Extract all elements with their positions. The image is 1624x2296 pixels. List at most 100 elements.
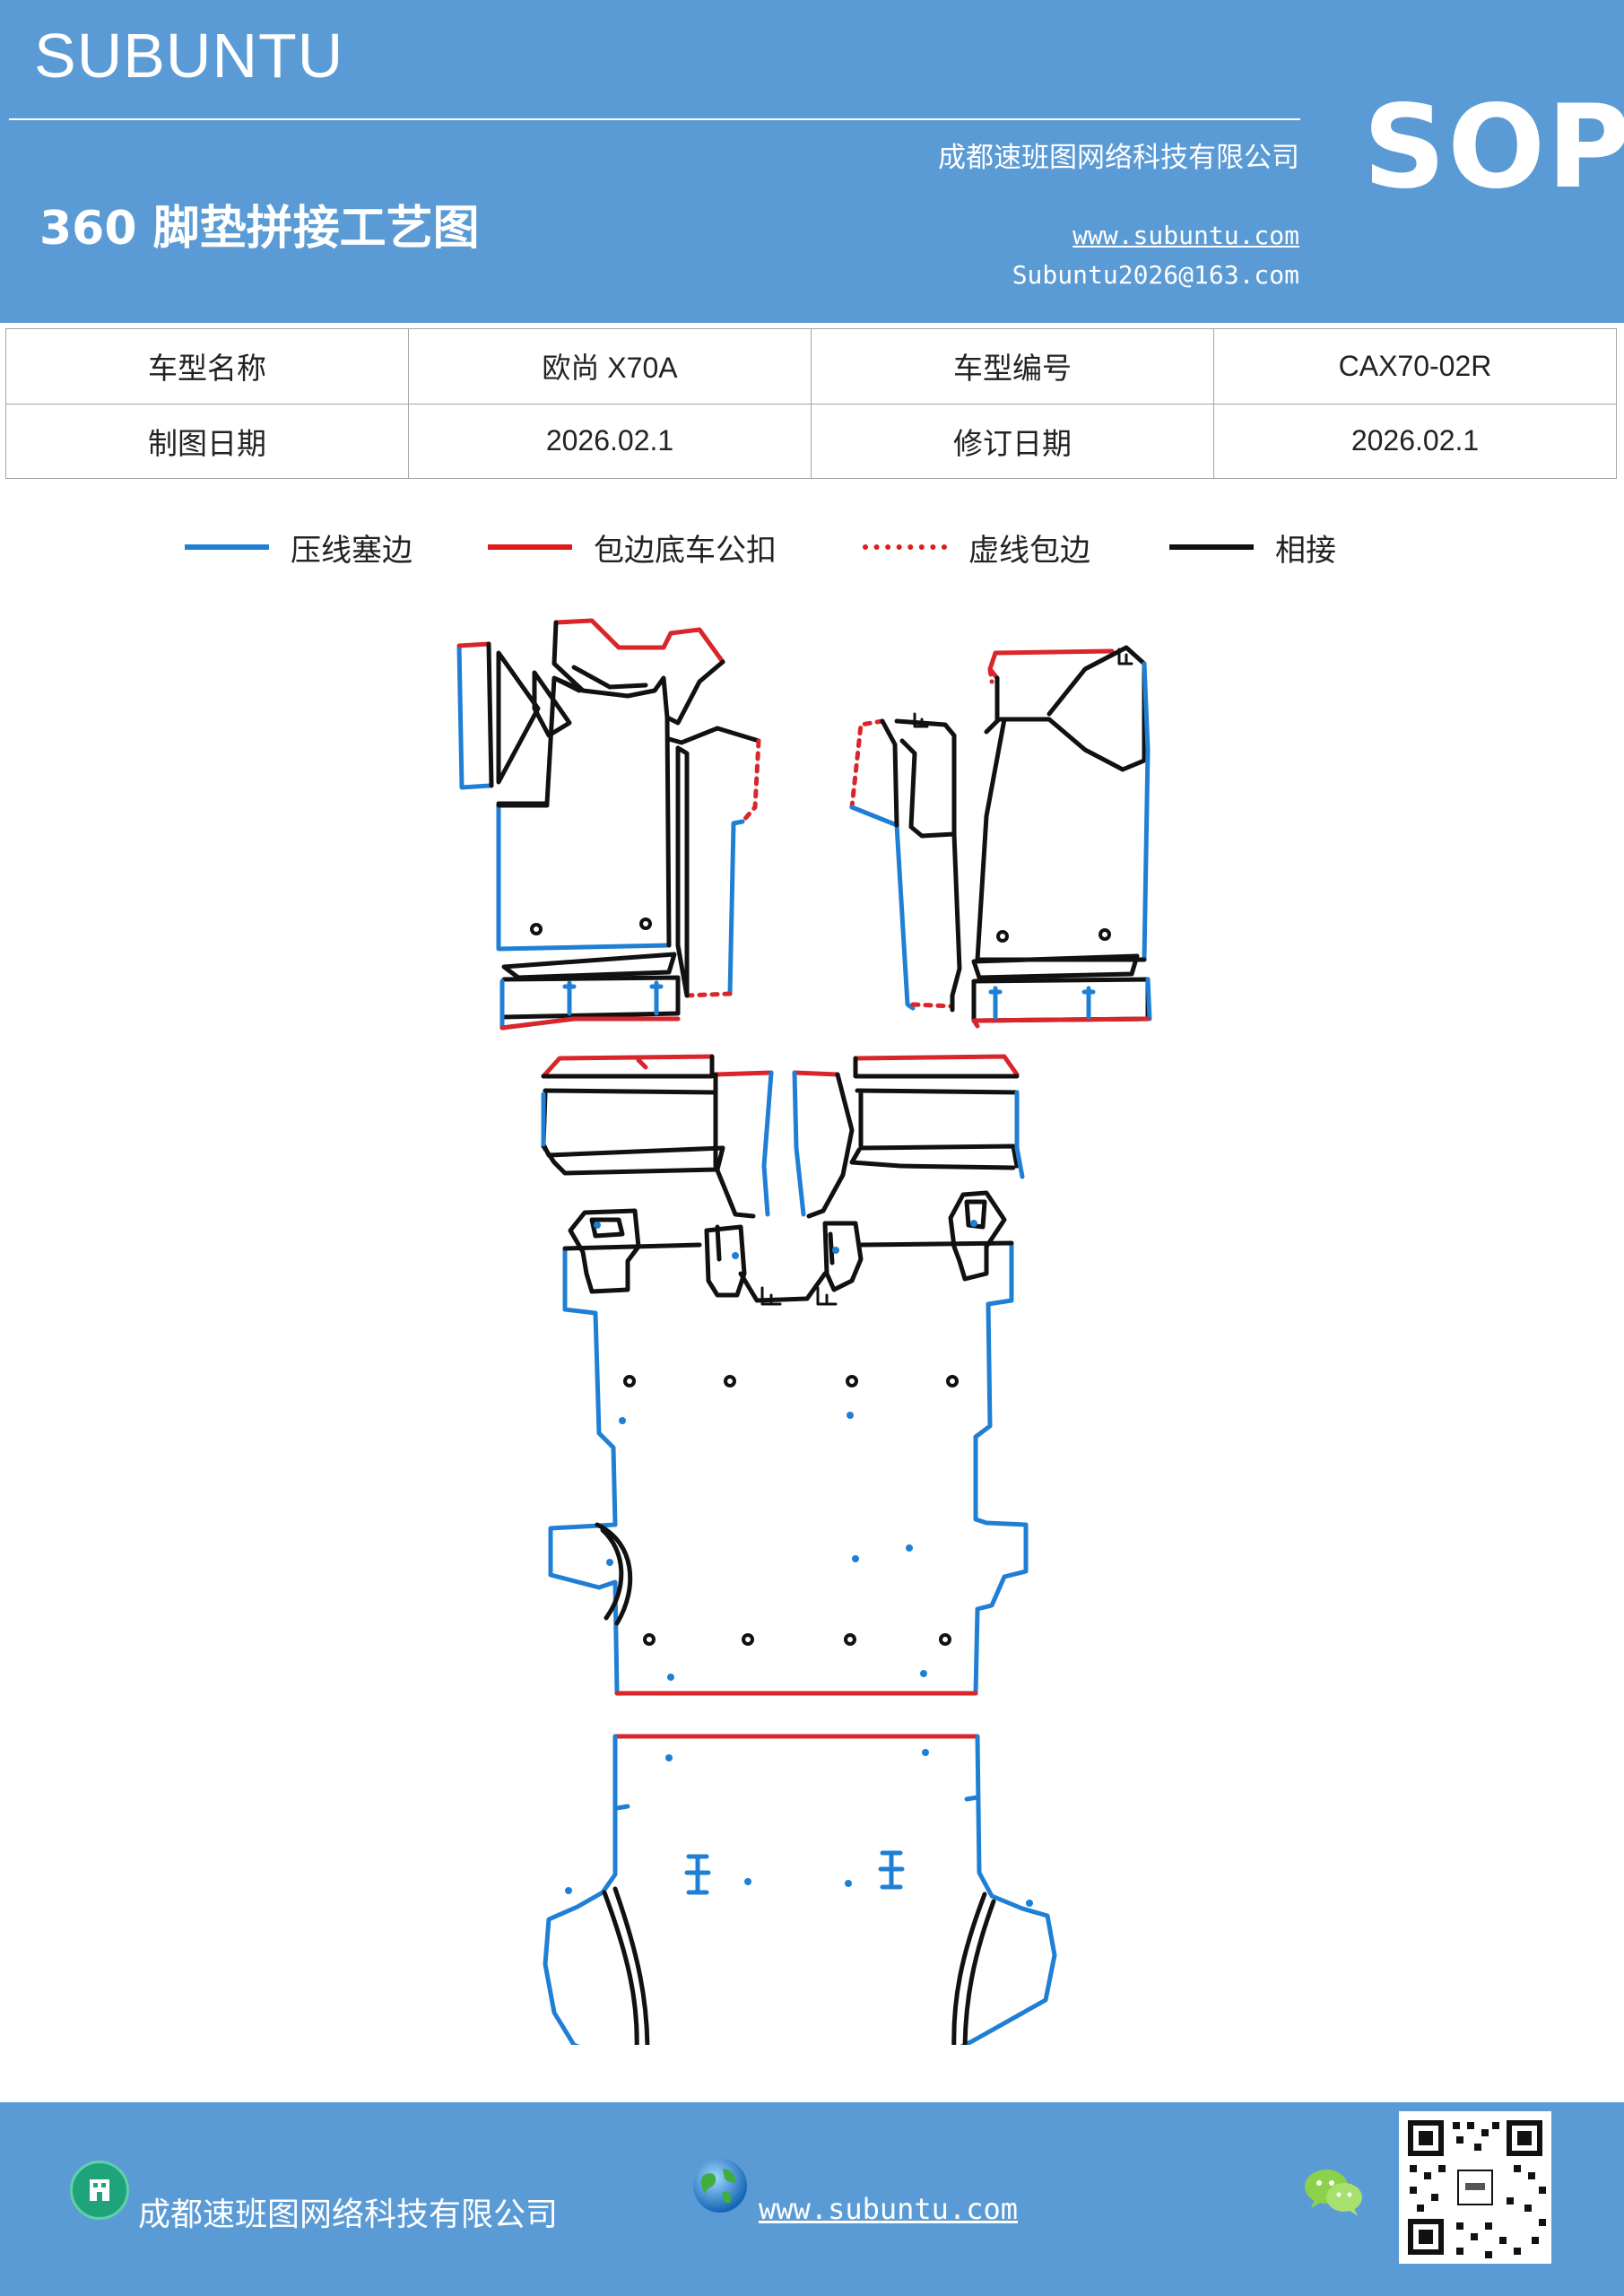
- legend-label: 虚线包边: [968, 532, 1090, 569]
- cf-bracket-curve: [738, 1271, 828, 1303]
- floor-mat-diagram: [456, 618, 1152, 2045]
- legend-item-red-dashed: 虚线包边: [863, 529, 1090, 569]
- fr-hole: [1099, 928, 1111, 941]
- rl-right-blue: [761, 1070, 774, 1217]
- model-name-value: 欧尚 X70A: [408, 328, 812, 404]
- fl-clip-2: [649, 980, 664, 1016]
- rm-clip-left: [684, 1854, 711, 1895]
- rm-clip-right: [878, 1850, 905, 1890]
- draw-date-value: 2026.02.1: [408, 403, 812, 479]
- document-title: 360 脚垫拼接工艺图: [39, 202, 480, 256]
- fl-strip-1: [501, 952, 677, 980]
- fl-pedal-top-edge: [456, 641, 491, 648]
- fr-clip-1: [988, 986, 1003, 1020]
- fl-right-dashed: [740, 738, 761, 824]
- rl-black: [541, 1054, 725, 1176]
- front-left-mat: [456, 618, 761, 1031]
- fl-right-blue: [727, 819, 745, 996]
- draw-date-label: 制图日期: [5, 403, 409, 479]
- rm-blue-outline: [543, 1734, 1057, 2045]
- fl-main-black: [496, 675, 761, 948]
- fr-dashed-left: [849, 718, 885, 810]
- rr-black: [849, 1056, 1020, 1170]
- cf-hole: [643, 1633, 656, 1646]
- cf-dot: [847, 1412, 854, 1419]
- rm-dot: [665, 1754, 673, 1761]
- cf-hole: [724, 1375, 736, 1387]
- fr-mid-black: [950, 831, 962, 1013]
- legend-label: 压线塞边: [291, 532, 413, 569]
- fl-main-blue-left: [496, 801, 672, 952]
- rm-left-strip: [602, 1886, 650, 2045]
- fr-hole: [996, 930, 1009, 943]
- fr-black-left: [880, 718, 957, 839]
- legend-item-blue-press-line: 压线塞边: [185, 529, 413, 569]
- fr-right-blue: [1142, 661, 1151, 962]
- footer-company-name: 成都速班图网络科技有限公司: [138, 2196, 559, 2233]
- legend-swatch-black: [1169, 544, 1254, 550]
- footer-website-link[interactable]: www.subuntu.com: [759, 2192, 1018, 2226]
- legend-swatch-red-dashed: [863, 544, 947, 550]
- building-icon: [70, 2161, 129, 2220]
- fr-top-black: [994, 645, 1147, 772]
- cf-hole: [939, 1633, 951, 1646]
- cf-hole: [844, 1633, 856, 1646]
- revision-date-value: 2026.02.1: [1213, 403, 1617, 479]
- front-right-mat: [849, 645, 1152, 1029]
- fl-pedal-outline: [486, 641, 541, 788]
- fl-top-black: [551, 620, 725, 726]
- fr-stop-mark: [1117, 648, 1133, 665]
- cf-hole: [742, 1633, 754, 1646]
- rear-mat: [543, 1734, 1057, 2045]
- rl-top-red: [541, 1054, 774, 1079]
- cf-hole: [623, 1375, 636, 1387]
- wechat-icon[interactable]: [1302, 2165, 1365, 2219]
- cf-bracket-1: [568, 1208, 641, 1294]
- sop-badge: SOP: [1363, 81, 1624, 214]
- rl-mark: [636, 1057, 648, 1070]
- fl-strip-2: [499, 975, 681, 1020]
- fl-pedal-blue-edge: [456, 643, 492, 790]
- fl-top-inner: [571, 665, 648, 690]
- cf-dot: [906, 1544, 913, 1552]
- qr-code: [1399, 2111, 1551, 2264]
- cf-dot: [594, 1222, 601, 1229]
- fl-hole: [639, 918, 652, 930]
- fl-clip-1: [562, 980, 577, 1016]
- cf-stop-mark: [816, 1286, 838, 1306]
- cf-blue-outline: [548, 1242, 1029, 1696]
- rm-dot: [1026, 1900, 1033, 1907]
- footer-banner: 成都速班图网络科技有限公司 www.subuntu.com: [0, 2102, 1624, 2296]
- fr-main-black: [975, 717, 1147, 962]
- vehicle-info-table: 车型名称 欧尚 X70A 车型编号 CAX70-02R 制图日期 2026.02…: [5, 328, 1617, 479]
- revision-date-label: 修订日期: [811, 403, 1214, 479]
- rl-connector: [713, 1072, 756, 1219]
- model-code-value: CAX70-02R: [1213, 328, 1617, 404]
- rm-side-tab-left: [614, 1804, 630, 1811]
- legend-item-red-binding: 包边底车公扣: [488, 529, 777, 569]
- cf-bracket-1-inner: [589, 1217, 625, 1239]
- cf-stop-mark: [760, 1286, 782, 1306]
- rr-left-blue: [792, 1070, 806, 1217]
- cf-dot: [606, 1559, 613, 1566]
- rr-top-red: [792, 1054, 1020, 1077]
- legend-item-black-joint: 相接: [1169, 529, 1336, 569]
- rm-side-tab-right: [964, 1795, 980, 1802]
- header-company-name: 成都速班图网络科技有限公司: [938, 142, 1299, 174]
- fl-hole: [530, 923, 543, 935]
- fr-top-dashed: [987, 666, 994, 684]
- cf-hole: [846, 1375, 858, 1387]
- rm-dot: [565, 1887, 572, 1894]
- rm-right-strip: [951, 1892, 996, 2045]
- table-row: 车型名称 欧尚 X70A 车型编号 CAX70-02R: [5, 328, 1617, 404]
- header-email: Subuntu2026@163.com: [1012, 260, 1299, 290]
- center-floor-mat: [548, 1190, 1029, 1696]
- legend-swatch-blue: [185, 544, 269, 550]
- header-website-link[interactable]: www.subuntu.com: [1073, 221, 1299, 250]
- rm-dot: [845, 1880, 852, 1887]
- header-banner: SUBUNTU 360 脚垫拼接工艺图 成都速班图网络科技有限公司 www.su…: [0, 0, 1624, 323]
- fl-strip-red: [499, 1016, 681, 1031]
- cf-dot: [920, 1670, 927, 1677]
- cf-left-arch: [595, 1522, 633, 1626]
- cf-bracket-3: [822, 1221, 864, 1292]
